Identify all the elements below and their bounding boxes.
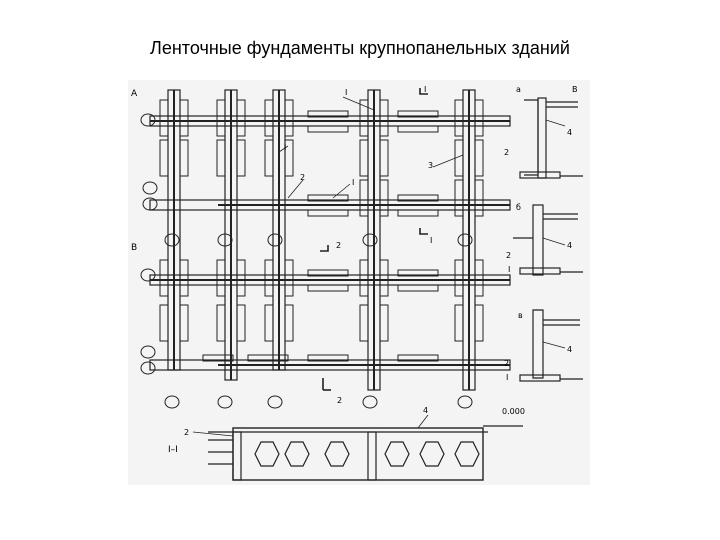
detail-v-label: в bbox=[518, 311, 523, 320]
axis-label-a: А bbox=[131, 89, 138, 99]
callout-1-top: I bbox=[345, 88, 347, 97]
foundation-blocks bbox=[159, 99, 484, 362]
section-mark-1-bottom: I bbox=[430, 236, 432, 245]
strip-foundations-vertical bbox=[167, 89, 476, 391]
callout-3: 3 bbox=[428, 161, 433, 170]
slide-title: Ленточные фундаменты крупнопанельных зда… bbox=[150, 38, 570, 58]
section-mark-2-top: 2 bbox=[336, 241, 341, 250]
foundation-drawing: А В I I I 2 3 I I 2 2 а В 4 2 б 4 2 I в … bbox=[128, 80, 590, 485]
callout-2: 2 bbox=[300, 173, 305, 182]
section-num-4: 4 bbox=[423, 406, 428, 415]
axis-label-b: В bbox=[131, 243, 137, 253]
callout-1-left: I bbox=[284, 143, 286, 152]
section-mark-1-top: I bbox=[424, 85, 426, 94]
axis-markers bbox=[140, 113, 473, 409]
section-mark-2-bottom: 2 bbox=[337, 396, 342, 405]
section-I-I bbox=[208, 425, 523, 481]
detail-a-num-4: 4 bbox=[567, 128, 572, 137]
detail-v-num-2: 2 bbox=[504, 359, 509, 368]
detail-v-num-1: I bbox=[506, 373, 508, 382]
section-label: I–I bbox=[168, 445, 178, 455]
section-num-2: 2 bbox=[184, 428, 189, 437]
detail-b bbox=[513, 204, 583, 276]
detail-a-label: а bbox=[516, 85, 521, 94]
detail-b-num-4: 4 bbox=[567, 241, 572, 250]
detail-v-num-4: 4 bbox=[567, 345, 572, 354]
detail-a-num-2: 2 bbox=[504, 148, 509, 157]
detail-a-axis: В bbox=[572, 85, 578, 94]
foundation-drawing-svg: А В I I I 2 3 I I 2 2 а В 4 2 б 4 2 I в … bbox=[131, 85, 583, 481]
detail-b-num-1: I bbox=[508, 265, 510, 274]
callout-1-mid: I bbox=[352, 178, 354, 187]
section-cut-marks bbox=[320, 88, 428, 391]
detail-v bbox=[519, 309, 583, 382]
detail-b-label: б bbox=[516, 203, 521, 212]
section-level-mark: 0.000 bbox=[502, 407, 525, 416]
leader-lines bbox=[192, 96, 566, 437]
strip-foundations-horizontal bbox=[149, 115, 511, 371]
detail-b-num-2: 2 bbox=[506, 251, 511, 260]
detail-a bbox=[519, 97, 583, 179]
